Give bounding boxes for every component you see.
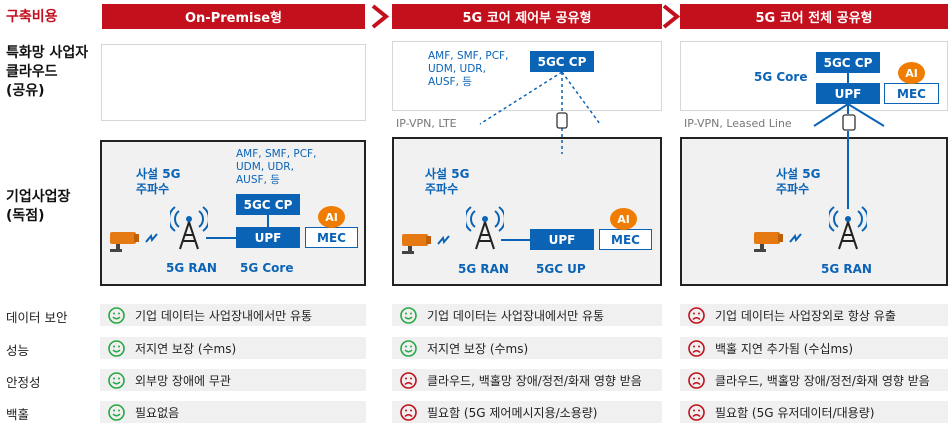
col3-spectrum: 사설 5G 주파수 <box>776 167 821 196</box>
frown-face-icon <box>400 403 417 421</box>
cctv-camera-icon <box>401 233 450 255</box>
cloud-panel-1 <box>101 44 366 121</box>
comparison-cell: 필요없음 <box>100 401 366 423</box>
col1-ran-upf-link <box>206 237 236 239</box>
comparison-row-label: 백홀 <box>6 407 30 422</box>
col3-core-label: 5G Core <box>754 70 808 84</box>
col2-ran-upf-link <box>501 239 530 241</box>
col1-5gc-cp-box: 5GC CP <box>236 194 300 215</box>
col3-backhaul-link <box>847 131 849 209</box>
row-label-enterprise: 기업사업장 (독점) <box>6 189 71 224</box>
col2-spectrum: 사설 5G 주파수 <box>425 167 470 196</box>
col1-mec-box: MEC <box>305 227 358 248</box>
comparison-cell: 클라우드, 백홀망 장애/정전/화재 영향 받음 <box>392 369 662 391</box>
col2-dashed-links <box>479 72 601 154</box>
comparison-cell: 기업 데이터는 사업장내에서만 유통 <box>100 304 366 326</box>
col3-fan-links <box>813 104 885 127</box>
col2-mec-box: MEC <box>599 229 652 250</box>
smile-face-icon <box>108 371 125 389</box>
router-icon <box>842 114 856 131</box>
col3-ran-label: 5G RAN <box>821 262 872 276</box>
cost-label: 구축비용 <box>6 9 58 25</box>
comparison-cell: 기업 데이터는 사업장내에서만 유통 <box>392 304 662 326</box>
comparison-cell-text: 클라우드, 백홀망 장애/정전/화재 영향 받음 <box>427 373 642 388</box>
comparison-cell-text: 백홀 지연 추가됨 (수십ms) <box>715 341 854 356</box>
cloud-panel-2 <box>392 41 662 111</box>
frown-face-icon <box>400 371 417 389</box>
col1-functions: AMF, SMF, PCF, UDM, UDR, AUSF, 등 <box>236 148 317 186</box>
col3-ai-badge: AI <box>898 62 925 84</box>
comparison-cell: 필요함 (5G 유저데이터/대용량) <box>680 401 948 423</box>
comparison-cell: 저지연 보장 (수ms) <box>100 337 366 359</box>
smile-face-icon <box>400 339 417 357</box>
cctv-camera-icon <box>109 231 158 253</box>
col2-functions: AMF, SMF, PCF, UDM, UDR, AUSF, 등 <box>428 50 509 88</box>
antenna-tower-icon <box>466 206 504 250</box>
router-icon <box>556 112 568 129</box>
col3-cp-upf-connector <box>847 73 849 83</box>
header-cp-shared: 5G 코어 제어부 공유형 <box>392 4 662 29</box>
smile-face-icon <box>108 306 125 324</box>
smile-face-icon <box>108 403 125 421</box>
header-on-premise: On-Premise형 <box>102 4 365 29</box>
comparison-cell-text: 저지연 보장 (수ms) <box>427 341 529 356</box>
comparison-cell-text: 필요함 (5G 제어메시지용/소용량) <box>427 405 598 420</box>
col2-ai-badge: AI <box>610 208 637 230</box>
frown-face-icon <box>688 339 705 357</box>
comparison-cell-text: 기업 데이터는 사업장내에서만 유통 <box>427 308 605 323</box>
comparison-cell: 저지연 보장 (수ms) <box>392 337 662 359</box>
col1-upf-box: UPF <box>236 227 300 248</box>
frown-face-icon <box>688 306 705 324</box>
col2-ran-label: 5G RAN <box>458 262 509 276</box>
col3-5gc-cp-box: 5GC CP <box>816 52 880 73</box>
antenna-tower-icon <box>829 206 867 250</box>
comparison-cell: 필요함 (5G 제어메시지용/소용량) <box>392 401 662 423</box>
col2-link-label: IP-VPN, LTE <box>396 117 457 130</box>
comparison-cell-text: 기업 데이터는 사업장외로 항상 유출 <box>715 308 896 323</box>
row-label-cloud: 특화망 사업자 클라우드 (공유) <box>6 45 89 99</box>
comparison-cell: 클라우드, 백홀망 장애/정전/화재 영향 받음 <box>680 369 948 391</box>
col3-mec-box: MEC <box>884 83 939 104</box>
comparison-row-label: 안정성 <box>6 375 41 390</box>
col3-upf-box: UPF <box>816 83 880 104</box>
header-full-shared: 5G 코어 전체 공유형 <box>680 4 948 29</box>
col3-link-label: IP-VPN, Leased Line <box>684 117 792 130</box>
comparison-cell: 외부망 장애에 무관 <box>100 369 366 391</box>
chevron-right-icon <box>662 4 680 29</box>
comparison-cell-text: 외부망 장애에 무관 <box>135 373 231 388</box>
comparison-cell: 기업 데이터는 사업장외로 항상 유출 <box>680 304 948 326</box>
comparison-cell: 백홀 지연 추가됨 (수십ms) <box>680 337 948 359</box>
comparison-cell-text: 기업 데이터는 사업장내에서만 유통 <box>135 308 313 323</box>
smile-face-icon <box>400 306 417 324</box>
col2-up-label: 5GC UP <box>536 262 586 276</box>
frown-face-icon <box>688 371 705 389</box>
col1-core-label: 5G Core <box>240 261 294 275</box>
comparison-cell-text: 필요없음 <box>135 405 180 420</box>
comparison-row-label: 데이터 보안 <box>6 310 68 325</box>
antenna-tower-icon <box>170 206 208 250</box>
frown-face-icon <box>688 403 705 421</box>
comparison-cell-text: 클라우드, 백홀망 장애/정전/화재 영향 받음 <box>715 373 930 388</box>
col1-cp-upf-connector <box>267 215 269 227</box>
comparison-cell-text: 저지연 보장 (수ms) <box>135 341 237 356</box>
smile-face-icon <box>108 339 125 357</box>
col1-ran-label: 5G RAN <box>166 261 217 275</box>
comparison-row-label: 성능 <box>6 343 30 358</box>
enterprise-panel-3 <box>680 137 948 286</box>
cctv-camera-icon <box>753 231 802 253</box>
col1-spectrum: 사설 5G 주파수 <box>136 167 181 196</box>
col2-upf-box: UPF <box>530 229 594 250</box>
col2-5gc-cp-box: 5GC CP <box>530 51 594 72</box>
chevron-right-icon <box>371 4 389 29</box>
col1-ai-badge: AI <box>318 206 345 228</box>
comparison-cell-text: 필요함 (5G 유저데이터/대용량) <box>715 405 875 420</box>
